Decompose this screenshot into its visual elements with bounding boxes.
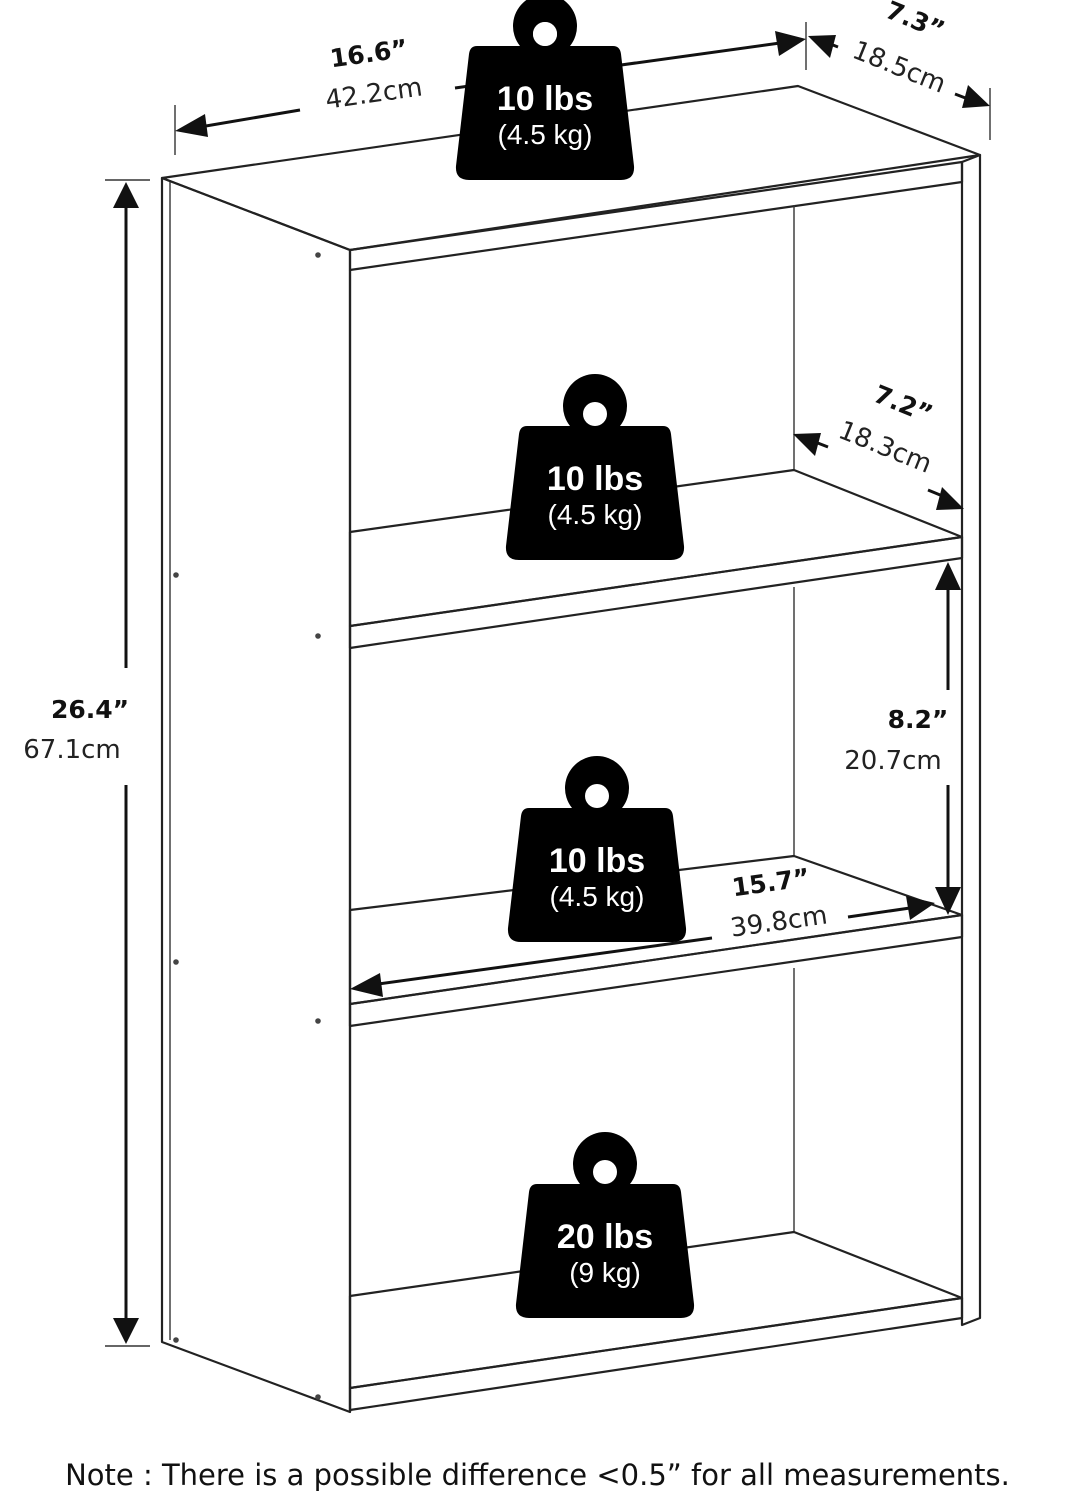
inner-depth-dimension: 7.2” 18.3cm xyxy=(793,379,964,510)
weight-icon-top: 10 lbs (4.5 kg) xyxy=(455,0,635,180)
height-cm: 67.1cm xyxy=(23,735,121,765)
width-inches: 16.6” xyxy=(328,34,409,74)
weight-icon-shelf-2: 10 lbs (4.5 kg) xyxy=(507,756,687,942)
shelf-gap-inches: 8.2” xyxy=(888,705,949,734)
shelf-gap-dimension: 8.2” 20.7cm xyxy=(844,562,961,915)
height-inches: 26.4” xyxy=(51,695,129,724)
right-side-panel xyxy=(960,153,982,1327)
weight-bottom-kg: (9 kg) xyxy=(569,1257,641,1288)
left-side-panel xyxy=(160,176,352,1414)
measurement-note: Note : There is a possible difference <0… xyxy=(65,1458,1010,1492)
depth-cm: 18.5cm xyxy=(848,35,950,99)
depth-dimension: 7.3” 18.5cm xyxy=(808,0,991,140)
width-cm: 42.2cm xyxy=(324,72,425,115)
weight-shelf-1-lbs: 10 lbs xyxy=(547,460,643,498)
weight-shelf-1-kg: (4.5 kg) xyxy=(548,499,643,530)
top-front-edge xyxy=(348,160,964,272)
weight-bottom-lbs: 20 lbs xyxy=(557,1218,653,1256)
height-dimension: 26.4” 67.1cm xyxy=(23,179,150,1347)
weight-icon-bottom: 20 lbs (9 kg) xyxy=(515,1132,695,1318)
weight-top-lbs: 10 lbs xyxy=(497,80,593,118)
inner-width-inches: 15.7” xyxy=(730,863,811,903)
weight-top-kg: (4.5 kg) xyxy=(498,119,593,150)
weight-icon-shelf-1: 10 lbs (4.5 kg) xyxy=(505,374,685,560)
depth-inches: 7.3” xyxy=(882,0,949,45)
shelf-gap-cm: 20.7cm xyxy=(844,746,942,776)
weight-shelf-2-lbs: 10 lbs xyxy=(549,842,645,880)
inner-depth-inches: 7.2” xyxy=(870,379,937,429)
weight-shelf-2-kg: (4.5 kg) xyxy=(550,881,645,912)
